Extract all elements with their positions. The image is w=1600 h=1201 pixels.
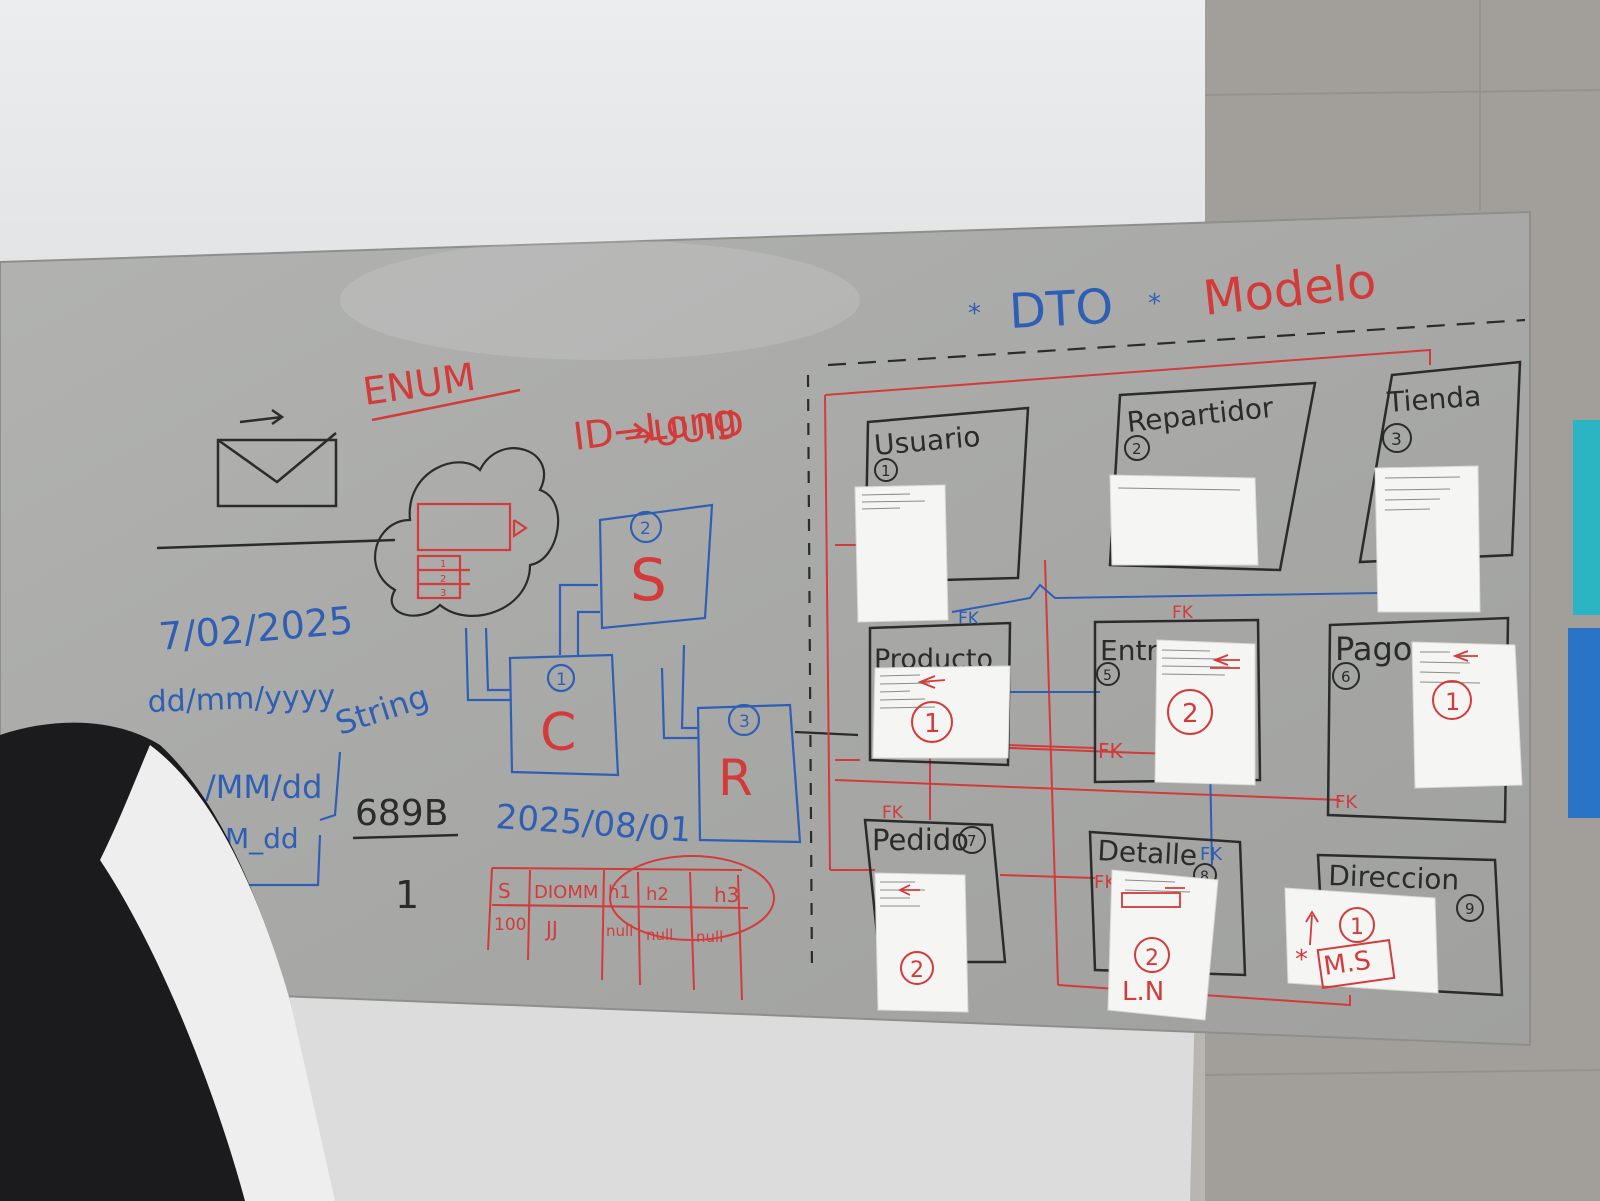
table-c-null-2: null <box>646 926 673 944</box>
date-format-1: dd/mm/yyyy <box>147 678 336 720</box>
table-h-h3: h3 <box>714 883 739 907</box>
table-h-h2: h2 <box>646 884 669 905</box>
fk-label-4: FK <box>1335 792 1358 813</box>
note-red-arrows <box>897 650 1478 946</box>
note-mark-producto: 1 <box>924 709 941 739</box>
size-underline <box>352 833 459 840</box>
layer-r: R <box>718 749 753 807</box>
list-num-3: 3 <box>440 588 446 599</box>
layer-r-num: 3 <box>739 712 750 732</box>
fk-label-2: FK <box>1172 603 1194 623</box>
poster-teal <box>1573 420 1600 615</box>
list-num-1: 1 <box>440 559 446 570</box>
list-num-2: 2 <box>440 574 446 585</box>
r-link-line <box>794 730 859 737</box>
layer-s-num: 2 <box>640 519 651 539</box>
num-circle-direccion <box>1456 894 1484 922</box>
table-h-h1: h1 <box>608 882 631 903</box>
date-format-2: /MM/dd <box>205 768 322 806</box>
entity-detalle: Detalle <box>1097 834 1198 872</box>
enum-underline <box>371 388 521 422</box>
date-format-3: M_dd <box>225 822 299 855</box>
note-mark-detalle: 2 <box>1145 946 1159 971</box>
note-mark-entrega: 2 <box>1182 699 1199 729</box>
poster-blue <box>1568 628 1600 818</box>
heading-star-2: * <box>1148 289 1161 319</box>
table-c-null-1: null <box>606 922 633 940</box>
num-circle-entrega <box>1096 662 1120 686</box>
note-circles <box>900 680 1472 989</box>
person-sleeve <box>100 745 335 1201</box>
table-h-diomm: DIOMM <box>534 882 598 903</box>
entity-detalle-num: 8 <box>1200 869 1209 885</box>
table-h-s: S <box>498 879 511 903</box>
layer-boxes <box>464 503 802 844</box>
note-mark-direccion-sub: M.S <box>1322 946 1373 982</box>
note-mark-direccion: 1 <box>1350 915 1364 940</box>
divider-line <box>156 538 396 550</box>
entity-repartidor-num: 2 <box>1132 440 1142 458</box>
concrete-seams <box>1204 0 1600 1076</box>
cloud-shape <box>374 447 560 617</box>
entity-tienda: Tienda <box>1385 380 1482 420</box>
glare <box>340 240 860 360</box>
cloud-window <box>416 502 528 600</box>
heading-star-1: * <box>968 299 981 329</box>
num-circle-pago <box>1332 662 1360 690</box>
table-c-null-3: null <box>696 928 723 946</box>
num-circle-repartidor <box>1124 435 1150 461</box>
num-circle-usuario <box>874 458 898 482</box>
one-label: 1 <box>395 873 419 917</box>
note-mark-direccion-star: * <box>1295 945 1308 975</box>
envelope-icon <box>216 408 338 508</box>
table-sketch <box>487 855 775 1001</box>
entity-entrega-num: 5 <box>1103 668 1112 684</box>
fk-label-7: FK <box>1200 844 1223 865</box>
note-mark-pedido: 2 <box>910 958 924 983</box>
note-mark-pago: 1 <box>1445 688 1460 716</box>
table-c-100: 100 <box>494 915 526 935</box>
note-scribbles <box>861 476 1481 907</box>
entity-usuario-num: 1 <box>881 462 891 480</box>
entity-pago: Pago <box>1335 630 1412 668</box>
layer-s: S <box>630 546 667 614</box>
entity-pago-num: 6 <box>1341 668 1351 686</box>
layer-c-num: 1 <box>556 670 567 690</box>
entity-direccion: Direccion <box>1328 859 1460 897</box>
size-label: 689B <box>355 793 448 834</box>
note-mark-detalle-sub: L.N <box>1122 977 1164 1007</box>
entity-pedido-num: 7 <box>967 832 977 850</box>
entity-pedido: Pedido <box>872 823 969 857</box>
num-circle-tienda <box>1382 423 1412 453</box>
entity-tienda-num: 3 <box>1391 430 1402 450</box>
fk-label-1: FK <box>958 609 980 629</box>
vertical-dashed-divider <box>806 374 814 976</box>
table-c-jj: JJ <box>544 917 558 941</box>
fk-label-5: FK <box>882 803 904 823</box>
fk-label-3: FK <box>1098 739 1124 763</box>
heading-dto: DTO <box>1008 279 1115 340</box>
white-wall-top <box>0 0 1210 270</box>
heading-dashed-line <box>827 318 1526 367</box>
num-circle-pedido <box>958 826 986 854</box>
layer-c: C <box>540 703 576 763</box>
bracket-lines <box>240 751 342 887</box>
entity-direccion-num: 9 <box>1465 900 1475 918</box>
